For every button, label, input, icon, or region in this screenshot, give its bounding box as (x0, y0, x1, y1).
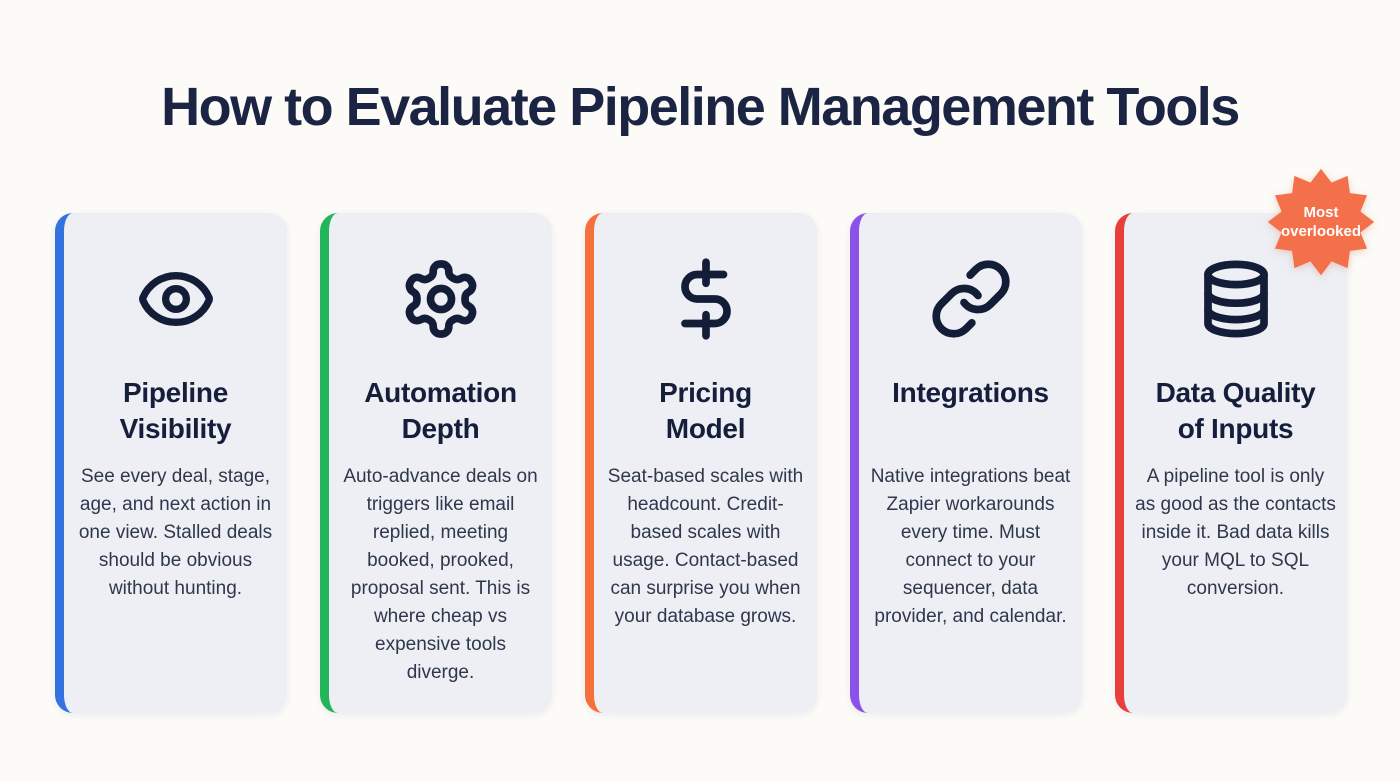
card-title: Automation Depth (329, 375, 552, 453)
card-title-line: Pipeline (123, 377, 228, 408)
card-title-line: Pricing (659, 377, 752, 408)
badge-label: Most overlooked (1264, 165, 1378, 279)
card-title-line: Visibility (119, 413, 232, 444)
badge-label-line: Most (1303, 204, 1339, 221)
card-pipeline-visibility: Pipeline Visibility See every deal, stag… (55, 213, 287, 713)
starburst-shape (1267, 168, 1375, 276)
card-title-line: of Inputs (1177, 413, 1294, 444)
page-title: How to Evaluate Pipeline Management Tool… (161, 77, 1240, 137)
card-integrations: Integrations Native integrations beat Za… (850, 213, 1082, 713)
card-description: Seat-based scales with headcount. Credit… (607, 466, 804, 627)
link-icon (859, 257, 1082, 341)
database-icon (1124, 257, 1347, 341)
eye-icon (64, 257, 287, 341)
card-description: Auto-advance deals on triggers like emai… (343, 466, 538, 683)
cards-row: Pipeline Visibility See every deal, stag… (55, 213, 1348, 713)
badge-label-line: overlooked (1280, 223, 1362, 240)
card-title-line: Model (665, 413, 746, 444)
card-title: Pricing Model (594, 375, 817, 453)
card-title: Pipeline Visibility (64, 375, 287, 453)
card-title: Data Quality of Inputs (1124, 375, 1347, 453)
card-title-line: Automation (364, 377, 517, 408)
card-title-line: Integrations (892, 377, 1049, 408)
card-description: A pipeline tool is only as good as the c… (1135, 466, 1336, 599)
card-description: See every deal, stage, age, and next act… (78, 466, 273, 599)
card-pricing-model: Pricing Model Seat-based scales with hea… (585, 213, 817, 713)
card-title-line: Depth (401, 413, 480, 444)
card-data-quality: Data Quality of Inputs A pipeline tool i… (1115, 213, 1347, 713)
dollar-icon (594, 257, 817, 341)
card-description: Native integrations beat Zapier workarou… (870, 466, 1071, 627)
card-title: Integrations (859, 375, 1082, 453)
card-automation-depth: Automation Depth Auto-advance deals on t… (320, 213, 552, 713)
most-overlooked-badge: Most overlooked (1264, 165, 1378, 279)
gear-icon (329, 257, 552, 341)
card-title-line: Data Quality (1155, 377, 1316, 408)
